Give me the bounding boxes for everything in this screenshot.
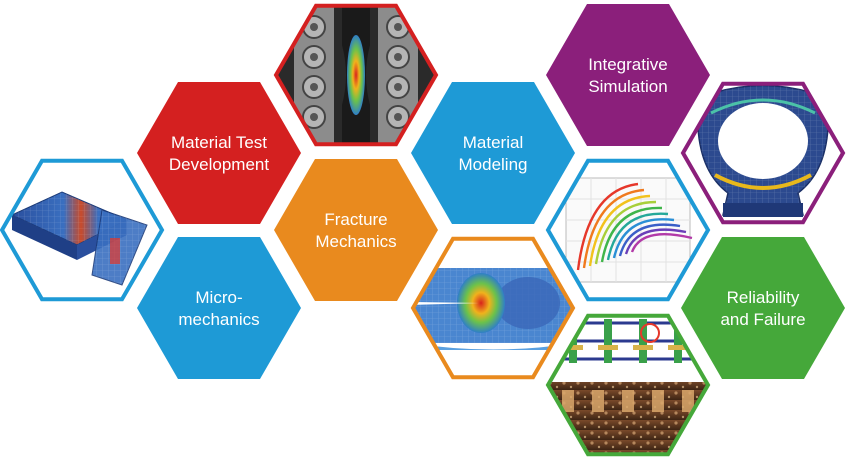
curves-plot-icon <box>565 177 693 283</box>
hexagon-fem-micro-mesh-border <box>0 158 165 302</box>
hexagon-electronics-reliability-border <box>545 313 711 457</box>
hexagon-integrative-simulation-shape <box>546 4 710 146</box>
fem-mesh-icon <box>10 191 148 286</box>
hexagon-crack-tip-field <box>410 236 576 380</box>
hexagon-reliability-and-failure-label-line: Reliability <box>727 288 800 307</box>
hexagon-micro-mechanics-shape <box>137 237 301 379</box>
hexagon-integrative-simulation-label-line: Integrative <box>588 55 667 74</box>
hexagon-fracture-mechanics-label-line: Fracture <box>324 210 387 229</box>
hexagon-material-modeling-label-line: Modeling <box>459 155 528 174</box>
component-fem-icon <box>697 84 829 217</box>
hexagon-micro-mechanics-label-line: mechanics <box>178 310 259 329</box>
hexagon-material-test-development-label-line: Development <box>169 155 269 174</box>
circuit-cross-section-icon <box>549 316 707 454</box>
hexagon-component-simulation-border <box>680 81 846 225</box>
hexagon-material-modeling-label-line: Material <box>463 133 523 152</box>
hexagon-tensile-specimen-border <box>273 3 439 147</box>
hexagon-electronics-reliability <box>545 313 711 457</box>
hexagon-micro-mechanics-label-line: Micro- <box>195 288 242 307</box>
crack-tip-icon <box>414 268 572 350</box>
hexagon-reliability-and-failure-label-line: and Failure <box>720 310 805 329</box>
hexagon-stress-strain-curves <box>545 158 711 302</box>
hexagon-fem-micro-mesh <box>0 158 165 302</box>
hexagon-reliability-and-failure-shape <box>681 237 845 379</box>
hexagon-reliability-and-failure: Reliability and Failure <box>681 237 845 379</box>
hexagon-tensile-specimen <box>273 3 439 147</box>
hexagon-fracture-mechanics-label-line: Mechanics <box>315 232 396 251</box>
hexagon-material-test-development-label-line: Material Test <box>171 133 267 152</box>
tensile-test-icon <box>277 6 435 144</box>
hexagon-component-simulation <box>680 81 846 225</box>
hexagon-material-modeling-shape <box>411 82 575 224</box>
hexagon-crack-tip-field-border <box>410 236 576 380</box>
hexagon-material-test-development-shape <box>137 82 301 224</box>
hexagon-fracture-mechanics-shape <box>274 159 438 301</box>
hexagon-integrative-simulation-label-line: Simulation <box>588 77 667 96</box>
hexagon-micro-mechanics: Micro-mechanics <box>137 237 301 379</box>
hexagon-stress-strain-curves-border <box>545 158 711 302</box>
